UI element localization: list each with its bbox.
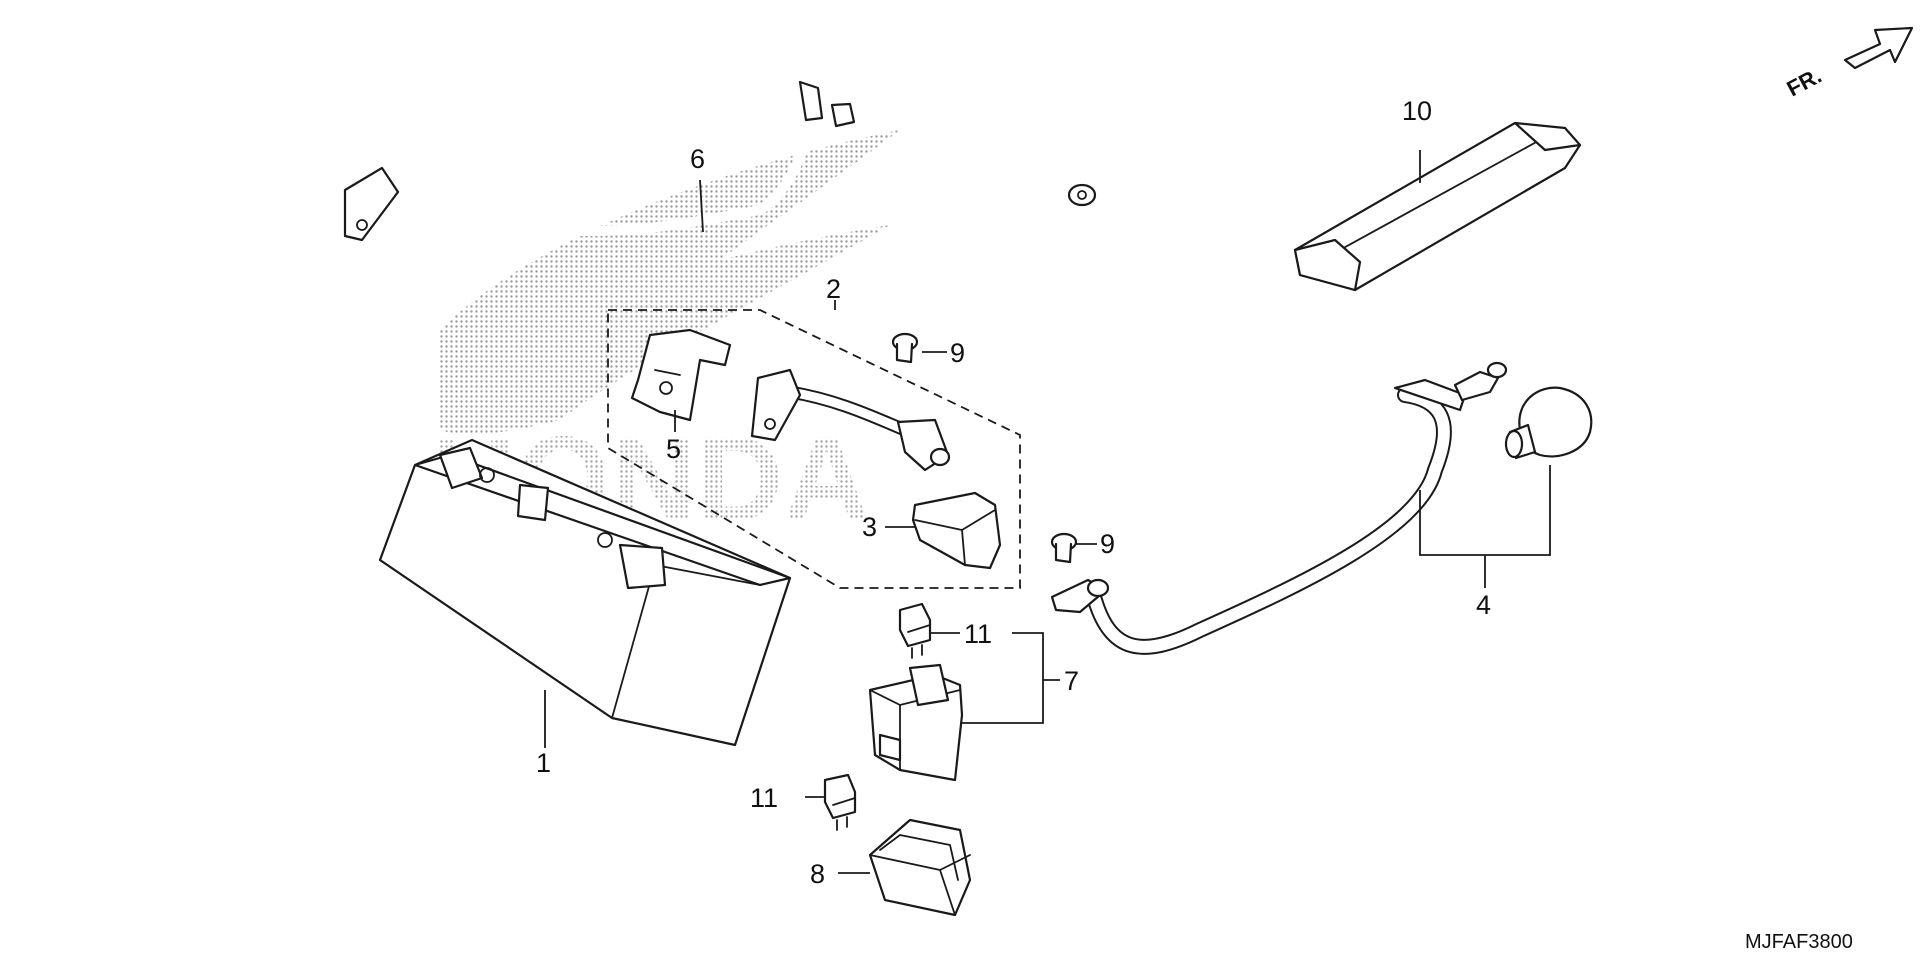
callout-terminal-kit: 2: [826, 274, 841, 304]
positive-boot: [630, 328, 732, 422]
battery-band: [1293, 121, 1582, 292]
bolt-upper: [891, 332, 919, 364]
callout-relay: 7: [1064, 666, 1079, 696]
callout-battery-band: 10: [1402, 96, 1432, 126]
callout-fuse-lower: 11: [750, 783, 778, 813]
callout-starter-cable: 6: [690, 144, 705, 174]
callout-fuse-upper: 11: [964, 619, 992, 649]
terminal-cable: [750, 368, 951, 472]
negative-cable-set: [1050, 361, 1593, 655]
fuse-box-cover: [868, 818, 972, 917]
callout-terminal-cover: 3: [862, 512, 877, 542]
terminal-kit-outline: [607, 309, 1021, 589]
fuse-lower: [823, 773, 857, 831]
front-indicator-label: FR.: [1783, 63, 1826, 102]
callout-battery: 1: [536, 748, 551, 778]
callout-bolt-lower: 9: [1100, 529, 1115, 559]
diagram-code: MJFAF3800: [1745, 931, 1853, 953]
relay: [868, 663, 964, 782]
leader-lines: [544, 150, 1551, 874]
terminal-cover: [911, 491, 1002, 570]
bolt-lower: [1050, 532, 1078, 564]
callout-bolt-upper: 9: [950, 338, 965, 368]
front-arrow: FR.: [1783, 26, 1914, 102]
callout-negative-cable-set: 4: [1476, 590, 1491, 620]
callout-fuse-box-cover: 8: [810, 859, 825, 889]
callout-positive-boot: 5: [666, 434, 681, 464]
battery: [378, 438, 792, 747]
starter-cable: [343, 50, 1097, 242]
fuse-upper: [898, 602, 932, 659]
